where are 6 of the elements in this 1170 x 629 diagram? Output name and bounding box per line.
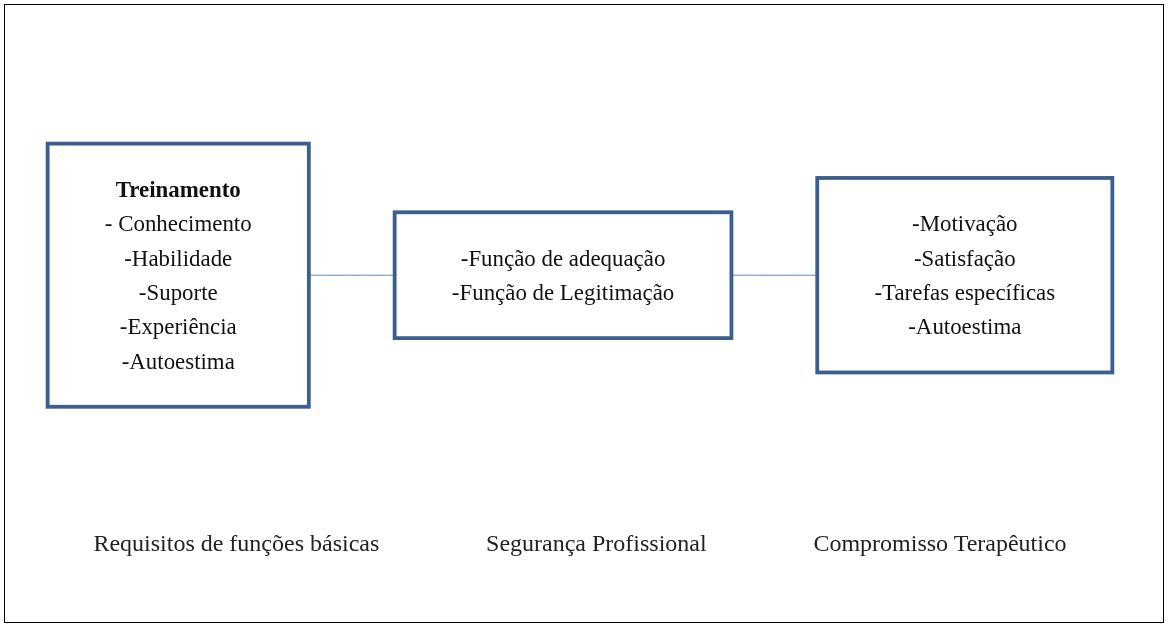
box-caption: Segurança Profissional	[486, 530, 707, 557]
node-box: Treinamento - Conhecimento -Habilidade -Suporte -Experiência -Autoestima	[45, 141, 311, 409]
node-box: -Função de adequação -Função de Legitimação	[392, 210, 734, 340]
box-caption: Compromisso Terapêutico	[813, 530, 1067, 557]
box-caption: Requisitos de funções básicas	[93, 530, 380, 557]
node-box: -Motivação -Satisfação -Tarefas específicas -Autoestima	[815, 175, 1115, 375]
